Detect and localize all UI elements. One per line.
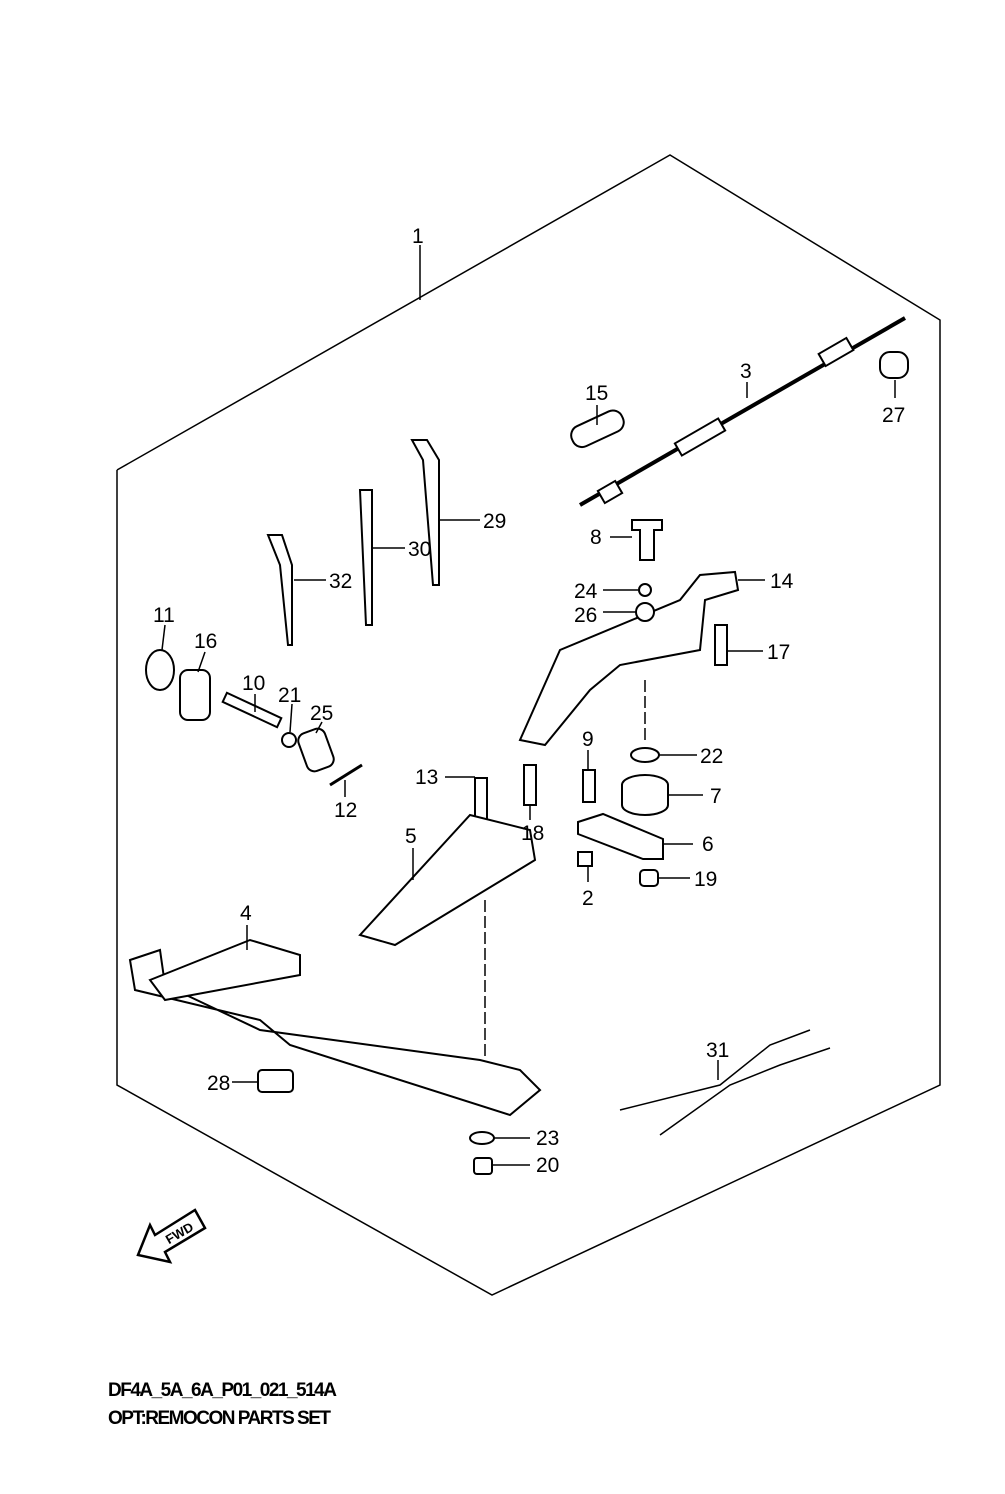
- part-31-harness: [619, 1029, 831, 1136]
- part-30-tie: [358, 489, 373, 626]
- part-4-handle: [148, 938, 301, 1002]
- callout-9: 9: [582, 728, 594, 751]
- callout-13: 13: [415, 766, 438, 789]
- part-11-o-ring: [145, 649, 175, 691]
- callout-14: 14: [770, 570, 794, 593]
- callout-18: 18: [521, 822, 544, 845]
- callout-22: 22: [700, 745, 723, 768]
- callout-30: 30: [408, 538, 431, 561]
- part-12-cotter-pin: [329, 763, 363, 787]
- diagram-code: DF4A_5A_6A_P01_021_514A: [108, 1380, 337, 1401]
- part-13-stud: [474, 777, 488, 821]
- part-27-grommet: [879, 351, 909, 379]
- callout-10: 10: [242, 672, 265, 695]
- callout-23: 23: [536, 1127, 559, 1150]
- callout-2: 2: [582, 887, 594, 910]
- part-6-plate: [577, 812, 664, 860]
- callout-16: 16: [194, 630, 217, 653]
- callout-29: 29: [483, 510, 506, 533]
- callout-20: 20: [536, 1154, 559, 1177]
- callout-11: 11: [153, 604, 175, 627]
- part-25-collar: [297, 727, 335, 773]
- callout-26: 26: [574, 604, 597, 627]
- callout-28: 28: [207, 1072, 230, 1095]
- callout-24: 24: [574, 580, 598, 603]
- callout-27: 27: [882, 404, 905, 427]
- part-15-joint: [570, 409, 625, 449]
- part-29-tie: [410, 439, 440, 586]
- part-28-clip: [257, 1069, 294, 1093]
- part-22-washer: [630, 747, 660, 763]
- leader-lines: [161, 245, 896, 1166]
- callout-3: 3: [740, 360, 752, 383]
- part-8-pin: [631, 519, 663, 561]
- part-26-bushing: [635, 602, 655, 622]
- fwd-arrow-icon: FWD: [136, 1208, 207, 1264]
- part-21-washer: [281, 732, 297, 748]
- part-14-bracket: [518, 570, 740, 747]
- part-16-lever: [179, 669, 211, 721]
- part-20-nut: [473, 1157, 493, 1175]
- callout-32: 32: [329, 570, 352, 593]
- diagram-title: OPT:REMOCON PARTS SET: [108, 1408, 331, 1429]
- callout-6: 6: [702, 833, 714, 856]
- callout-1: 1: [412, 225, 424, 248]
- callout-25: 25: [310, 702, 333, 725]
- callout-labels: 1 2 3 4 5 6 7 8 9 10 11 12 13 14 15 16 1…: [153, 225, 905, 1177]
- callout-21: 21: [278, 684, 301, 707]
- part-23-washer: [469, 1131, 495, 1145]
- callout-15: 15: [585, 382, 608, 405]
- callout-5: 5: [405, 825, 417, 848]
- part-18-bolt: [523, 764, 537, 806]
- part-32-tie: [266, 534, 293, 646]
- callout-4: 4: [240, 902, 252, 925]
- callout-31: 31: [706, 1039, 729, 1062]
- part-17-bolt: [714, 624, 728, 666]
- part-9-stud: [582, 769, 596, 803]
- part-24-washer: [638, 583, 652, 597]
- callout-17: 17: [767, 641, 790, 664]
- callout-12: 12: [334, 799, 357, 822]
- part-19-nut: [639, 869, 659, 887]
- part-10-pin: [221, 691, 283, 729]
- callout-7: 7: [710, 785, 722, 808]
- callout-8: 8: [590, 526, 602, 549]
- part-7-damper: [621, 774, 669, 816]
- callout-19: 19: [694, 868, 717, 891]
- part-2-nut: [577, 851, 593, 867]
- part-5-bracket: [358, 813, 537, 947]
- part-remote-cable: [579, 316, 906, 507]
- kit-box-outline: [116, 154, 941, 1296]
